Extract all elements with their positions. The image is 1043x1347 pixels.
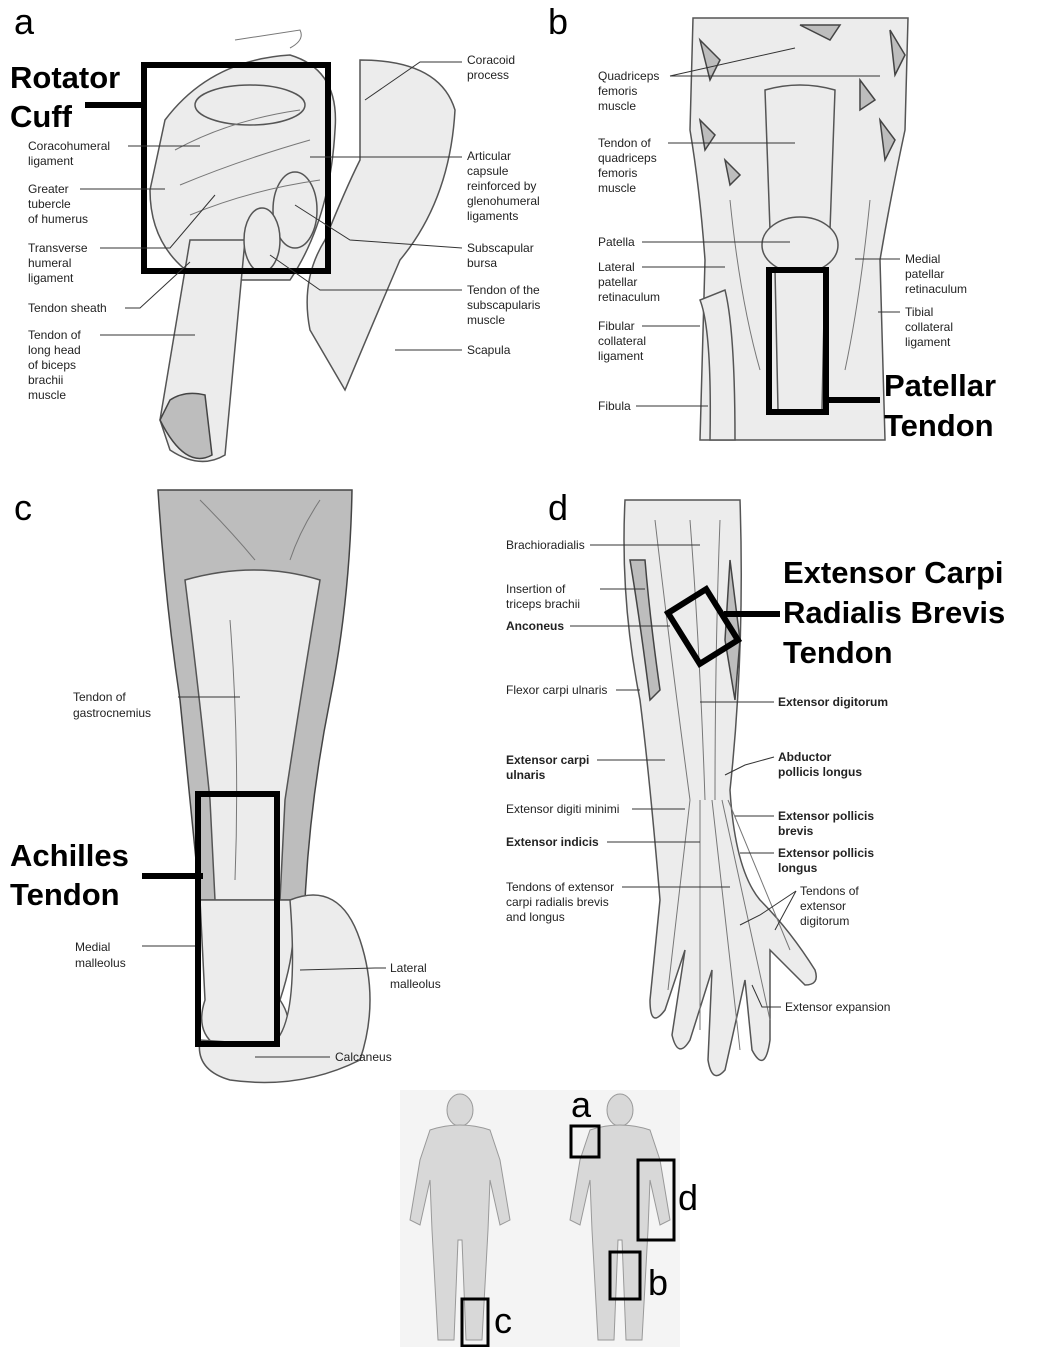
- label-calcaneus: Calcaneus: [335, 1050, 392, 1064]
- label-articular-capsule: Articular capsule reinforced by glenohum…: [467, 149, 543, 223]
- label-brachioradialis: Brachioradialis: [506, 538, 585, 552]
- label-tendon-quadriceps: Tendon of quadriceps femoris muscle: [598, 136, 660, 195]
- ecrb-tendon-label: Extensor Carpi Radialis Brevis Tendon: [783, 555, 1014, 670]
- label-scapula: Scapula: [467, 343, 511, 357]
- panel-d-letter: d: [548, 487, 568, 528]
- label-subscapular-bursa: Subscapular bursa: [467, 241, 537, 270]
- label-extensor-digitorum: Extensor digitorum: [778, 695, 888, 709]
- panel-c: c Achilles Tendon Tendon of gastrocnemiu…: [10, 487, 441, 1083]
- label-flexor-carpi-ulnaris: Flexor carpi ulnaris: [506, 683, 607, 697]
- label-fibular-collateral-ligament: Fibular collateral ligament: [598, 319, 649, 363]
- label-medial-patellar-retinaculum: Medial patellar retinaculum: [905, 252, 967, 296]
- label-extensor-pollicis-brevis: Extensor pollicis brevis: [778, 809, 877, 838]
- label-patella: Patella: [598, 235, 635, 249]
- body-label-d: d: [678, 1177, 698, 1218]
- label-quadriceps-femoris: Quadriceps femoris muscle: [598, 69, 663, 113]
- label-extensor-digiti-minimi: Extensor digiti minimi: [506, 802, 619, 816]
- label-tendon-gastrocnemius: Tendon of gastrocnemius: [73, 690, 151, 720]
- label-insertion-triceps: Insertion of triceps brachii: [506, 582, 580, 611]
- panel-b-letter: b: [548, 1, 568, 42]
- label-tendons-extensor-digitorum: Tendons of extensor digitorum: [800, 884, 862, 928]
- panel-b: b Patellar Tendon Quadriceps femoris mus…: [548, 1, 1005, 443]
- achilles-tendon-label: Achilles Tendon: [10, 838, 138, 912]
- label-lateral-malleolus: Lateral malleolus: [390, 961, 441, 991]
- label-extensor-indicis: Extensor indicis: [506, 835, 599, 849]
- panel-a-letter: a: [14, 1, 35, 42]
- rotator-cuff-label: Rotator Cuff: [10, 60, 129, 134]
- label-abductor-pollicis-longus: Abductor pollicis longus: [778, 750, 862, 779]
- label-tendon-subscapularis: Tendon of the subscapularis muscle: [467, 283, 544, 327]
- label-tendons-ecr: Tendons of extensor carpi radialis brevi…: [506, 880, 617, 924]
- label-medial-malleolus: Medial malleolus: [75, 940, 126, 970]
- label-extensor-carpi-ulnaris: Extensor carpi ulnaris: [506, 753, 593, 782]
- calf-illustration: [158, 490, 370, 1083]
- panel-d: d Extensor Carpi Radialis Brevis Tendon …: [506, 487, 1014, 1076]
- label-transverse-humeral-ligament: Transverse humeral ligament: [28, 241, 91, 285]
- label-extensor-pollicis-longus: Extensor pollicis longus: [778, 846, 877, 875]
- body-label-a: a: [571, 1084, 592, 1125]
- label-coracoid-process: Coracoid process: [467, 53, 518, 82]
- label-fibula: Fibula: [598, 399, 631, 413]
- panel-c-letter: c: [14, 487, 32, 528]
- panel-a: a Rotator Cuff Coracoid process Articula…: [10, 1, 544, 461]
- body-label-b: b: [648, 1262, 668, 1303]
- label-tendon-sheath: Tendon sheath: [28, 301, 107, 315]
- knee-illustration: [690, 18, 908, 440]
- body-label-c: c: [494, 1300, 512, 1341]
- label-tendon-long-head-biceps: Tendon of long head of biceps brachii mu…: [28, 328, 84, 402]
- patellar-tendon-label: Patellar Tendon: [884, 368, 1005, 443]
- label-anconeus: Anconeus: [506, 619, 564, 633]
- body-map: a d b c: [400, 1084, 698, 1347]
- label-extensor-expansion: Extensor expansion: [785, 1000, 890, 1014]
- label-tibial-collateral-ligament: Tibial collateral ligament: [905, 305, 956, 349]
- shoulder-illustration: [150, 30, 455, 461]
- label-greater-tubercle: Greater tubercle of humerus: [28, 182, 88, 226]
- label-coracohumeral-ligament: Coracohumeral ligament: [28, 139, 113, 168]
